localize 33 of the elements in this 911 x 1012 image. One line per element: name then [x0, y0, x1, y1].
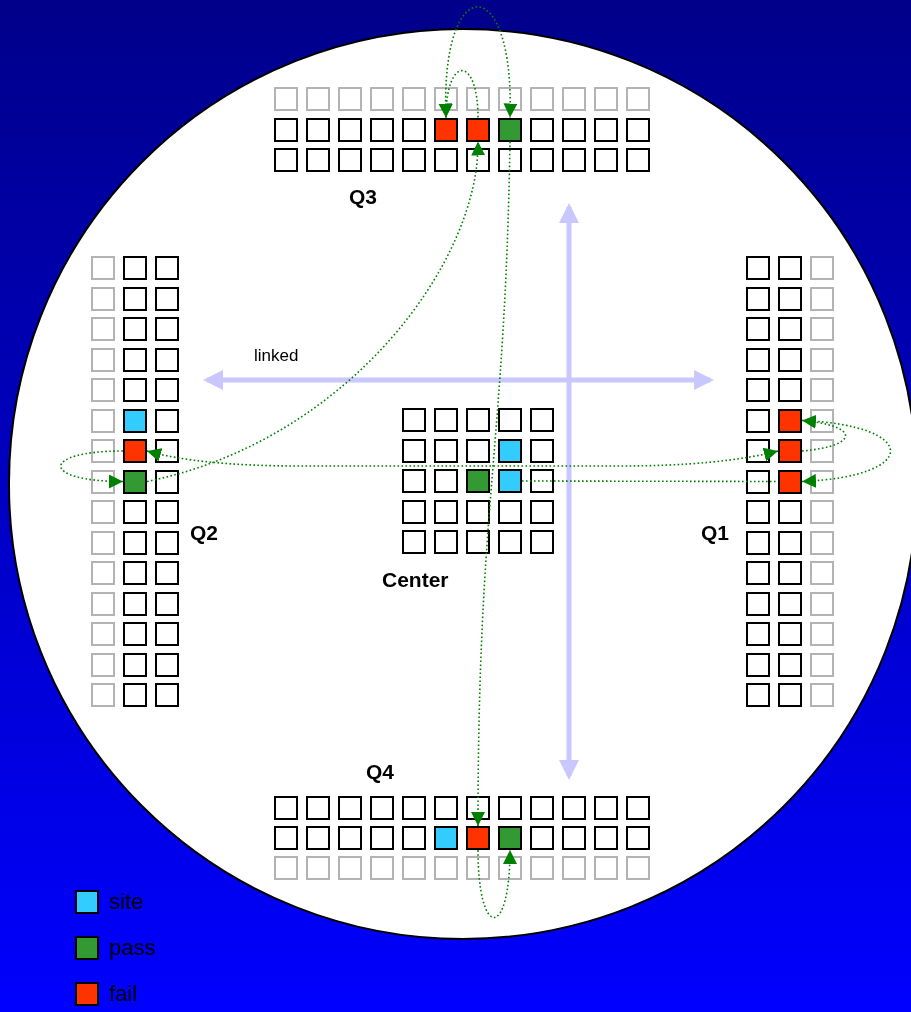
- region-label: Q2: [190, 522, 218, 543]
- die-square: [498, 826, 522, 850]
- dotted-arrow: [477, 849, 517, 919]
- legend-label: site: [109, 891, 144, 913]
- die-square: [778, 439, 802, 463]
- dotted-arrow: [59, 450, 124, 489]
- die-square: [466, 117, 490, 142]
- dotted-connector: [521, 480, 779, 483]
- die-square: [123, 439, 147, 463]
- dotted-arrow: [146, 447, 779, 467]
- die-square: [778, 469, 802, 494]
- dotted-arrow: [439, 6, 517, 119]
- legend-label: fail: [109, 983, 138, 1005]
- legend-label: pass: [109, 937, 156, 959]
- region-label: linked: [254, 347, 299, 364]
- die-square: [498, 438, 522, 463]
- die-square: [498, 469, 522, 493]
- dotted-arrow: [801, 415, 847, 452]
- die-square: [778, 408, 802, 433]
- region-label: Center: [382, 569, 449, 590]
- region-label: Q3: [349, 186, 377, 207]
- die-square: [434, 826, 458, 850]
- die-square: [123, 469, 147, 494]
- region-label: Q1: [701, 522, 729, 543]
- region-label: Q4: [366, 761, 394, 782]
- die-square: [498, 117, 522, 142]
- die-square: [466, 826, 490, 850]
- die-square: [466, 469, 490, 493]
- dotted-arrow: [471, 140, 511, 827]
- dotted-arrow: [801, 419, 892, 488]
- die-square: [434, 117, 458, 142]
- dotted-arrow: [146, 140, 484, 483]
- die-square: [123, 408, 147, 433]
